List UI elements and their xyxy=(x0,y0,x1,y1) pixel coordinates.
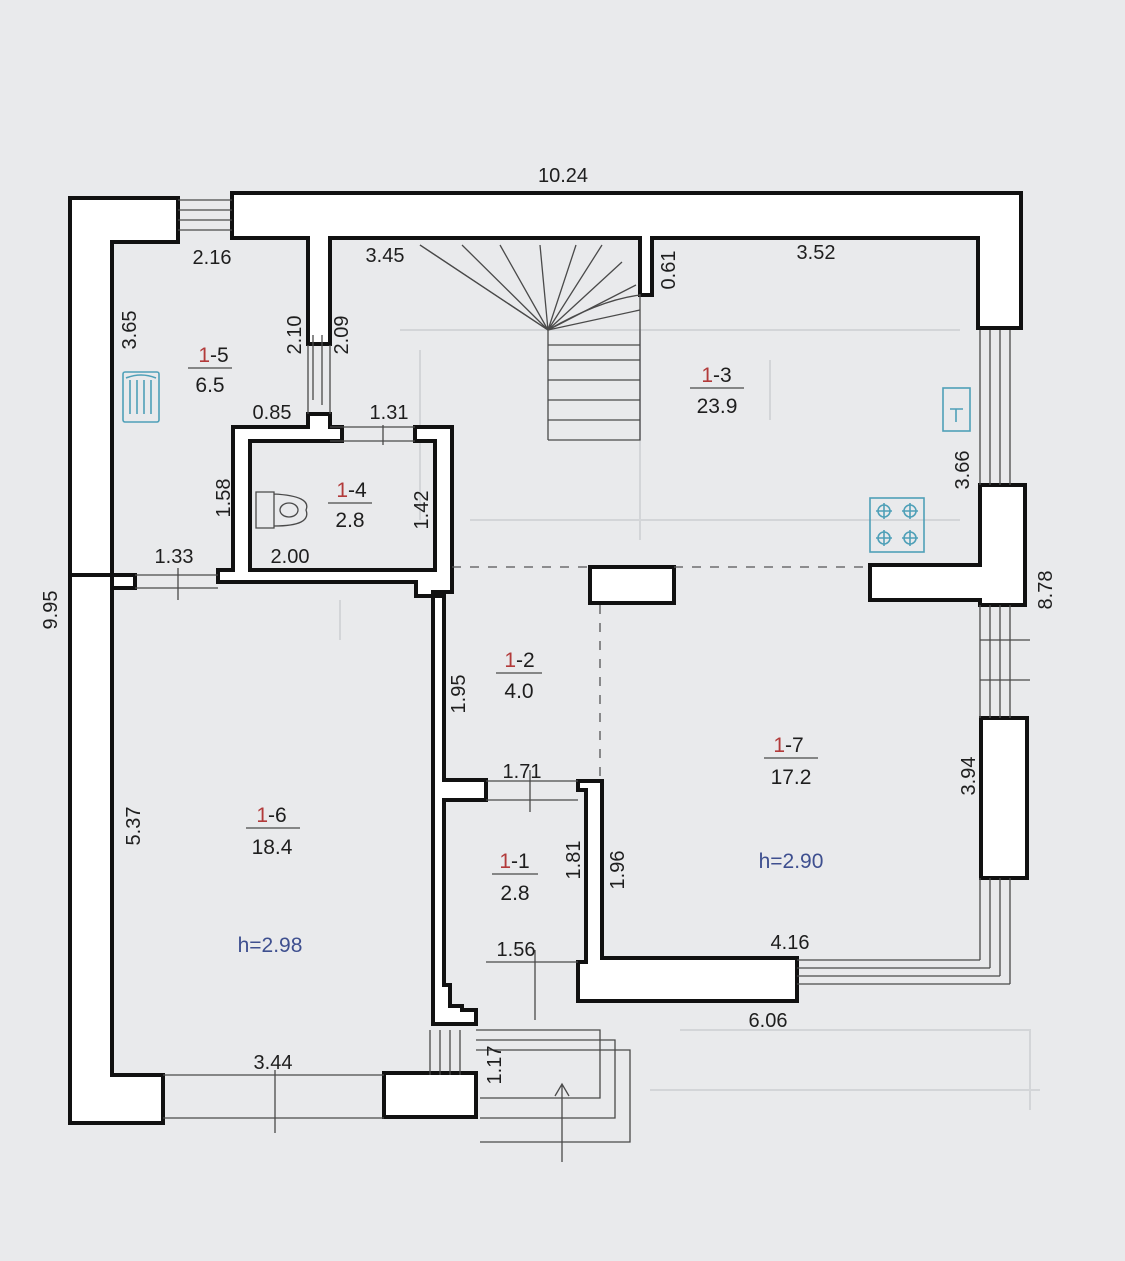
svg-text:-: - xyxy=(713,364,720,387)
openings xyxy=(135,199,1030,1143)
dim-overall-depth: 9.95 xyxy=(40,591,62,630)
outer-wall-left-top xyxy=(68,196,180,577)
svg-text:3.52: 3.52 xyxy=(797,242,836,264)
window-bottom-left xyxy=(163,1074,384,1119)
svg-text:-: - xyxy=(210,344,217,367)
svg-text:1: 1 xyxy=(504,649,516,672)
room-label-1-5: 1 - 5 6.5 xyxy=(188,344,232,397)
room-label-1-4: 1 - 4 2.8 xyxy=(328,479,372,532)
ceiling-height-left: h=2.98 xyxy=(238,934,303,957)
svg-text:1.71: 1.71 xyxy=(503,761,542,783)
radiator-icon xyxy=(122,371,160,423)
window-pier-right xyxy=(979,716,1029,880)
svg-text:1: 1 xyxy=(773,734,785,757)
svg-text:3.94: 3.94 xyxy=(958,757,980,796)
svg-text:1: 1 xyxy=(701,364,713,387)
door-gap-vestibule xyxy=(486,780,578,963)
entrance-arrow-icon xyxy=(554,1082,570,1162)
svg-text:1.96: 1.96 xyxy=(607,851,629,890)
svg-text:17.2: 17.2 xyxy=(771,766,812,789)
svg-text:-: - xyxy=(785,734,792,757)
column-block xyxy=(588,565,676,605)
svg-text:4.0: 4.0 xyxy=(504,680,533,703)
ceiling-height-right: h=2.90 xyxy=(759,850,824,873)
svg-text:3.44: 3.44 xyxy=(254,1052,293,1074)
window-right-upper xyxy=(979,330,1011,485)
window-top-left xyxy=(178,199,232,231)
stove-icon xyxy=(869,497,925,553)
partition-left xyxy=(110,573,137,590)
svg-text:-: - xyxy=(268,804,275,827)
svg-text:23.9: 23.9 xyxy=(697,395,738,418)
vestibule-walls xyxy=(576,779,799,1003)
svg-text:2: 2 xyxy=(523,649,535,672)
dimensions: 10.24 9.95 8.78 2.16 3.45 0.61 3.52 3.65… xyxy=(40,165,1057,1084)
svg-text:1.42: 1.42 xyxy=(411,491,433,530)
entrance-lines xyxy=(429,1029,631,1143)
svg-text:1.17: 1.17 xyxy=(484,1046,506,1085)
svg-text:1: 1 xyxy=(336,479,348,502)
svg-text:7: 7 xyxy=(792,734,804,757)
svg-text:-: - xyxy=(516,649,523,672)
svg-text:4.16: 4.16 xyxy=(771,932,810,954)
svg-text:2.00: 2.00 xyxy=(271,546,310,568)
svg-text:0.85: 0.85 xyxy=(253,402,292,424)
svg-text:1.56: 1.56 xyxy=(497,939,536,961)
room-label-1-7: 1 - 7 17.2 xyxy=(764,734,818,789)
svg-text:1: 1 xyxy=(499,850,511,873)
svg-text:1.33: 1.33 xyxy=(155,546,194,568)
svg-text:2.16: 2.16 xyxy=(193,247,232,269)
svg-text:2.10: 2.10 xyxy=(284,316,306,355)
window-right-lower xyxy=(797,878,1011,985)
svg-text:6.06: 6.06 xyxy=(749,1010,788,1032)
walls xyxy=(68,191,1029,1125)
wc-door xyxy=(330,426,415,442)
svg-text:3: 3 xyxy=(720,364,732,387)
svg-text:18.4: 18.4 xyxy=(252,836,293,859)
room-label-1-6: 1 - 6 18.4 xyxy=(246,804,300,859)
staircase xyxy=(419,244,641,441)
dim-right-depth: 8.78 xyxy=(1035,571,1057,610)
entrance-pier xyxy=(382,1071,478,1119)
svg-text:5: 5 xyxy=(217,344,229,367)
dim-overall-width: 10.24 xyxy=(538,165,588,187)
outer-wall-left-bottom xyxy=(68,573,165,1125)
door-15 xyxy=(307,345,331,414)
window-right-middle xyxy=(979,605,1030,718)
svg-text:-: - xyxy=(511,850,518,873)
room-label-1-2: 1 - 2 4.0 xyxy=(496,649,542,703)
svg-text:-: - xyxy=(348,479,355,502)
svg-text:1.95: 1.95 xyxy=(448,675,470,714)
svg-text:1: 1 xyxy=(198,344,210,367)
svg-text:1.81: 1.81 xyxy=(563,841,585,880)
svg-text:0.61: 0.61 xyxy=(658,251,680,290)
svg-text:3.45: 3.45 xyxy=(366,245,405,267)
room-label-1-3: 1 - 3 23.9 xyxy=(690,364,744,418)
svg-text:1.31: 1.31 xyxy=(370,402,409,424)
svg-text:2.8: 2.8 xyxy=(500,882,529,905)
svg-text:5.37: 5.37 xyxy=(123,807,145,846)
svg-text:3.65: 3.65 xyxy=(119,311,141,350)
svg-text:1.58: 1.58 xyxy=(213,479,235,518)
boiler-icon xyxy=(942,387,971,432)
svg-text:2.8: 2.8 xyxy=(335,509,364,532)
svg-text:3.66: 3.66 xyxy=(952,451,974,490)
bath-door xyxy=(135,574,218,589)
svg-text:6: 6 xyxy=(275,804,287,827)
svg-text:6.5: 6.5 xyxy=(195,374,224,397)
outer-wall-right-stub xyxy=(868,483,1027,607)
svg-text:1: 1 xyxy=(256,804,268,827)
svg-text:4: 4 xyxy=(355,479,367,502)
svg-text:1: 1 xyxy=(518,850,530,873)
svg-text:2.09: 2.09 xyxy=(331,316,353,355)
room-label-1-1: 1 - 1 2.8 xyxy=(492,850,538,905)
wc-walls xyxy=(216,412,488,1026)
toilet-icon xyxy=(255,491,308,529)
dimension-lines xyxy=(177,335,536,1133)
